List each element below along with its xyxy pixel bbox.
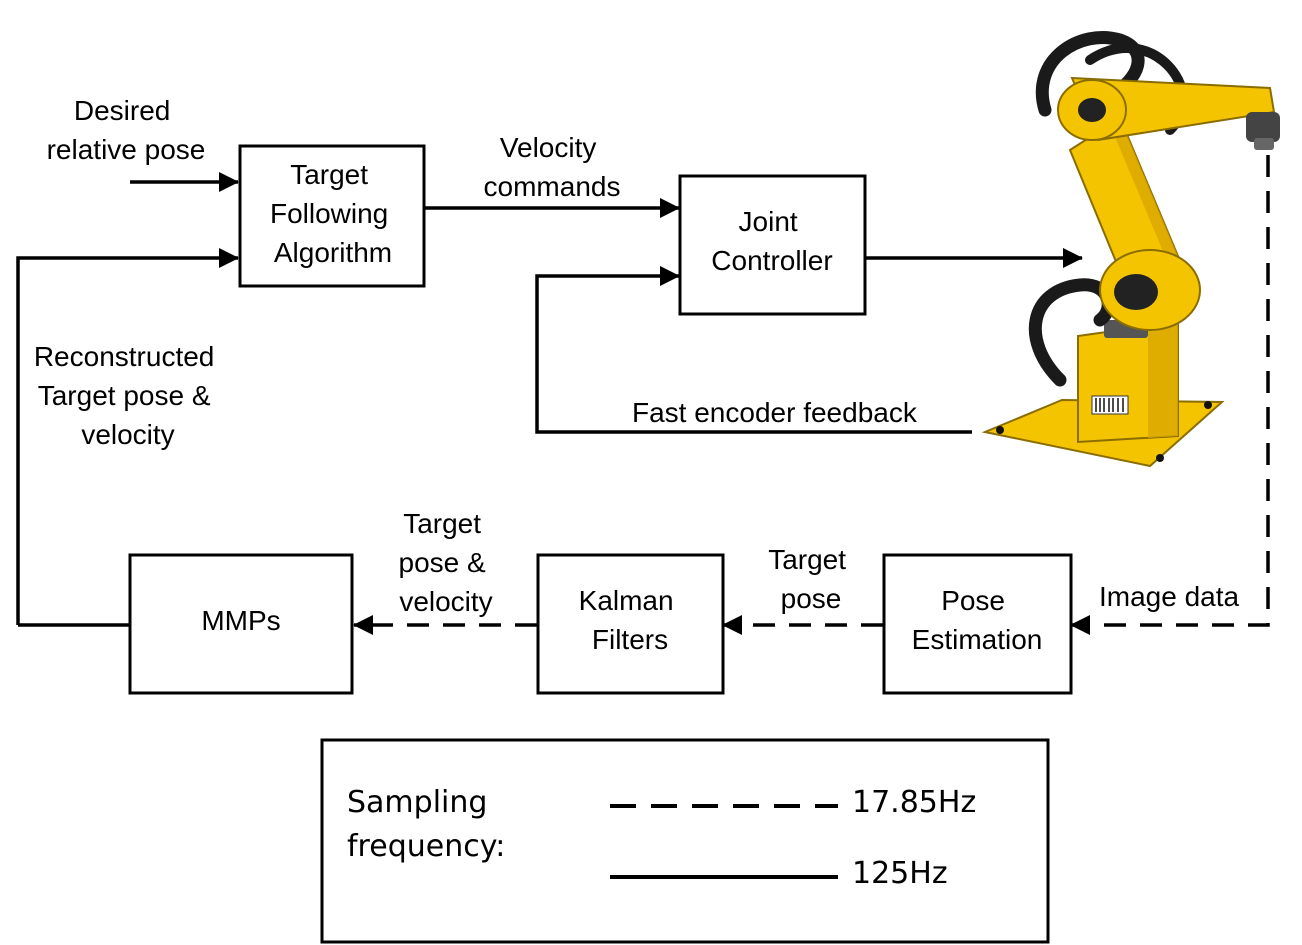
reconstructed-feedback-arrow	[16, 248, 239, 625]
legend-title: Sampling frequency:	[347, 785, 505, 864]
legend-solid-rate: 125Hz	[852, 856, 948, 891]
robot-arm-illustration	[981, 31, 1280, 468]
target-following-label: Target Following Algorithm	[270, 159, 396, 268]
target-following-block: Target Following Algorithm	[238, 144, 426, 288]
desired-pose-label: Desired relative pose	[47, 95, 206, 165]
pose-estimation-block: Pose Estimation	[882, 553, 1073, 695]
kalman-filters-block: Kalman Filters	[536, 553, 725, 695]
reconstructed-label: Reconstructed Target pose & velocity	[34, 341, 222, 450]
image-data-arrow	[1070, 155, 1270, 635]
kalman-filters-label: Kalman Filters	[579, 585, 682, 655]
robot-tool-head	[1246, 112, 1280, 142]
mmps-block: MMPs	[128, 553, 354, 695]
target-pose-velocity-label: Target pose & velocity	[399, 508, 494, 617]
fast-encoder-label: Fast encoder feedback	[632, 397, 918, 428]
joint-controller-label: Joint Controller	[711, 206, 832, 276]
legend-dashed-rate: 17.85Hz	[852, 785, 976, 820]
mmps-label: MMPs	[201, 605, 280, 636]
connections	[16, 155, 1270, 635]
upper-cable	[1035, 31, 1145, 117]
legend: Sampling frequency: 17.85Hz 125Hz	[320, 738, 1050, 944]
fast-encoder-feedback-arrow	[535, 266, 972, 434]
legend-box	[320, 738, 1050, 944]
velocity-commands-label: Velocity commands	[484, 132, 621, 202]
joint-controller-block: Joint Controller	[678, 174, 867, 316]
target-pose-label: Target pose	[768, 544, 854, 614]
image-data-label: Image data	[1099, 581, 1240, 612]
pose-estimation-label: Pose Estimation	[912, 585, 1043, 655]
barcode-label	[1091, 395, 1129, 415]
